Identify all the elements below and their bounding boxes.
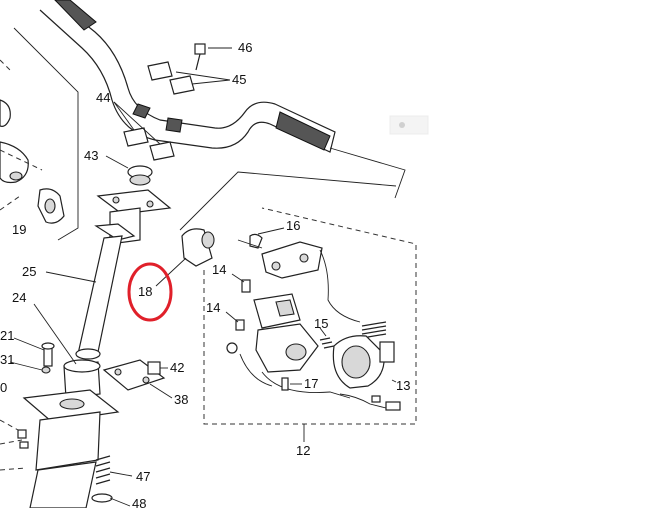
handlebar xyxy=(13,0,406,241)
label-21: 21 xyxy=(0,328,14,343)
handlebar-grip-left xyxy=(54,0,97,31)
label-44: 44 xyxy=(96,90,110,105)
clamp-parts xyxy=(113,43,232,161)
label-17: 17 xyxy=(304,376,318,391)
label-24: 24 xyxy=(12,290,26,305)
label-48: 48 xyxy=(132,496,146,508)
column-shaft xyxy=(77,235,123,355)
label-31: 31 xyxy=(0,352,14,367)
label-46: 46 xyxy=(238,40,252,55)
part-38-plate xyxy=(102,359,173,399)
part-13-housing xyxy=(332,335,397,389)
label-19: 19 xyxy=(12,222,26,237)
label-15: 15 xyxy=(314,316,328,331)
part-15-springs xyxy=(319,321,387,349)
part-18 xyxy=(155,171,397,287)
label-25: 25 xyxy=(22,264,36,279)
label-43: 43 xyxy=(84,148,98,163)
label-12: 12 xyxy=(296,443,310,458)
switch-assembly xyxy=(225,273,401,411)
label-47: 47 xyxy=(136,469,150,484)
column-top-plate xyxy=(96,189,172,215)
label-0: 0 xyxy=(0,380,7,395)
lower-parts xyxy=(0,303,120,508)
assembly-box-12 xyxy=(203,207,417,442)
left-fragments xyxy=(0,59,65,224)
handlebar-knurl-a xyxy=(132,103,151,119)
callout-labels: 46 45 44 43 19 16 25 18 14 14 24 21 31 1… xyxy=(0,40,410,508)
part-47-spring xyxy=(91,455,133,507)
handlebar-grip-right xyxy=(275,111,331,151)
label-14-upper: 14 xyxy=(212,262,226,277)
steering-column xyxy=(45,189,172,360)
part-16-bracket xyxy=(237,227,361,323)
label-13: 13 xyxy=(396,378,410,393)
handlebar-knurl-b xyxy=(165,117,183,133)
label-16: 16 xyxy=(286,218,300,233)
label-18: 18 xyxy=(138,284,152,299)
label-45: 45 xyxy=(232,72,246,87)
label-42: 42 xyxy=(170,360,184,375)
label-38: 38 xyxy=(174,392,188,407)
highlight-circle xyxy=(127,262,173,322)
part-43 xyxy=(105,155,153,186)
label-14-lower: 14 xyxy=(206,300,220,315)
faint-icon xyxy=(389,115,429,135)
